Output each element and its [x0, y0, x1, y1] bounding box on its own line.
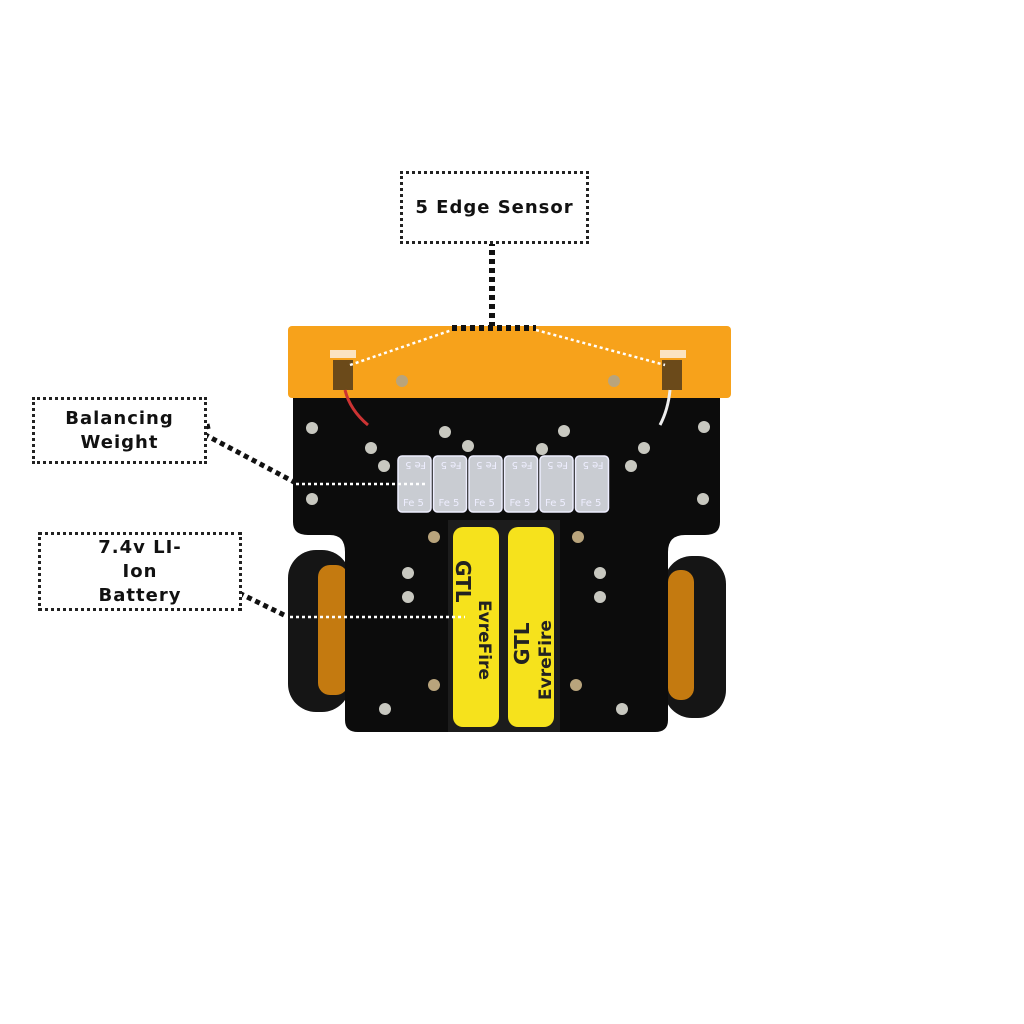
callout-balancing-weight-label: Balancing Weight — [65, 407, 174, 453]
callout-edge-sensor-label: 5 Edge Sensor — [415, 196, 574, 218]
battery-right: GTL EvreFire — [508, 527, 556, 727]
balancing-weight-plate: Fe 5 Fe 5 — [397, 455, 432, 513]
callout-edge-sensor: 5 Edge Sensor — [400, 171, 589, 244]
edge-sensor-right — [662, 360, 682, 390]
weight-label: Fe 5 — [581, 498, 602, 509]
battery-left: GTL EvreFire — [451, 527, 499, 727]
weight-label: Fe 5 — [403, 498, 424, 509]
balancing-weight-plate: Fe 5 Fe 5 — [574, 455, 610, 513]
callout-battery: 7.4v LI-Ion Battery — [38, 532, 242, 611]
right-wheel — [664, 556, 726, 718]
callout-battery-label: 7.4v LI-Ion Battery — [98, 536, 182, 606]
weight-label-inverted: Fe 5 — [583, 459, 604, 470]
balancing-weight-plate: Fe 5 Fe 5 — [432, 455, 468, 513]
battery-brand-left-2: EvreFire — [474, 600, 494, 680]
battery-brand-right: GTL — [510, 622, 534, 665]
weight-label: Fe 5 — [510, 498, 531, 509]
weight-label-inverted: Fe 5 — [405, 459, 426, 470]
balancing-weight-plate: Fe 5 Fe 5 — [503, 455, 539, 513]
weight-label-inverted: Fe 5 — [441, 459, 462, 470]
weight-label-inverted: Fe 5 — [547, 459, 568, 470]
screws — [306, 421, 710, 715]
battery-brand-left: GTL — [451, 560, 475, 603]
balancing-weight-plate: Fe 5 Fe 5 — [468, 455, 503, 513]
battery-brand-right-2: EvreFire — [536, 620, 556, 700]
left-wheel — [288, 550, 350, 712]
weight-label: Fe 5 — [545, 498, 566, 509]
weight-label: Fe 5 — [439, 498, 460, 509]
weight-label-inverted: Fe 5 — [512, 459, 533, 470]
weight-label-inverted: Fe 5 — [476, 459, 497, 470]
callout-balancing-weight: Balancing Weight — [32, 397, 207, 464]
balancing-weights: Fe 5Fe 5Fe 5Fe 5Fe 5Fe 5Fe 5Fe 5Fe 5Fe 5… — [397, 455, 610, 513]
weight-label: Fe 5 — [474, 498, 495, 509]
balancing-weight-plate: Fe 5 Fe 5 — [539, 455, 574, 513]
edge-sensor-left — [333, 360, 353, 390]
